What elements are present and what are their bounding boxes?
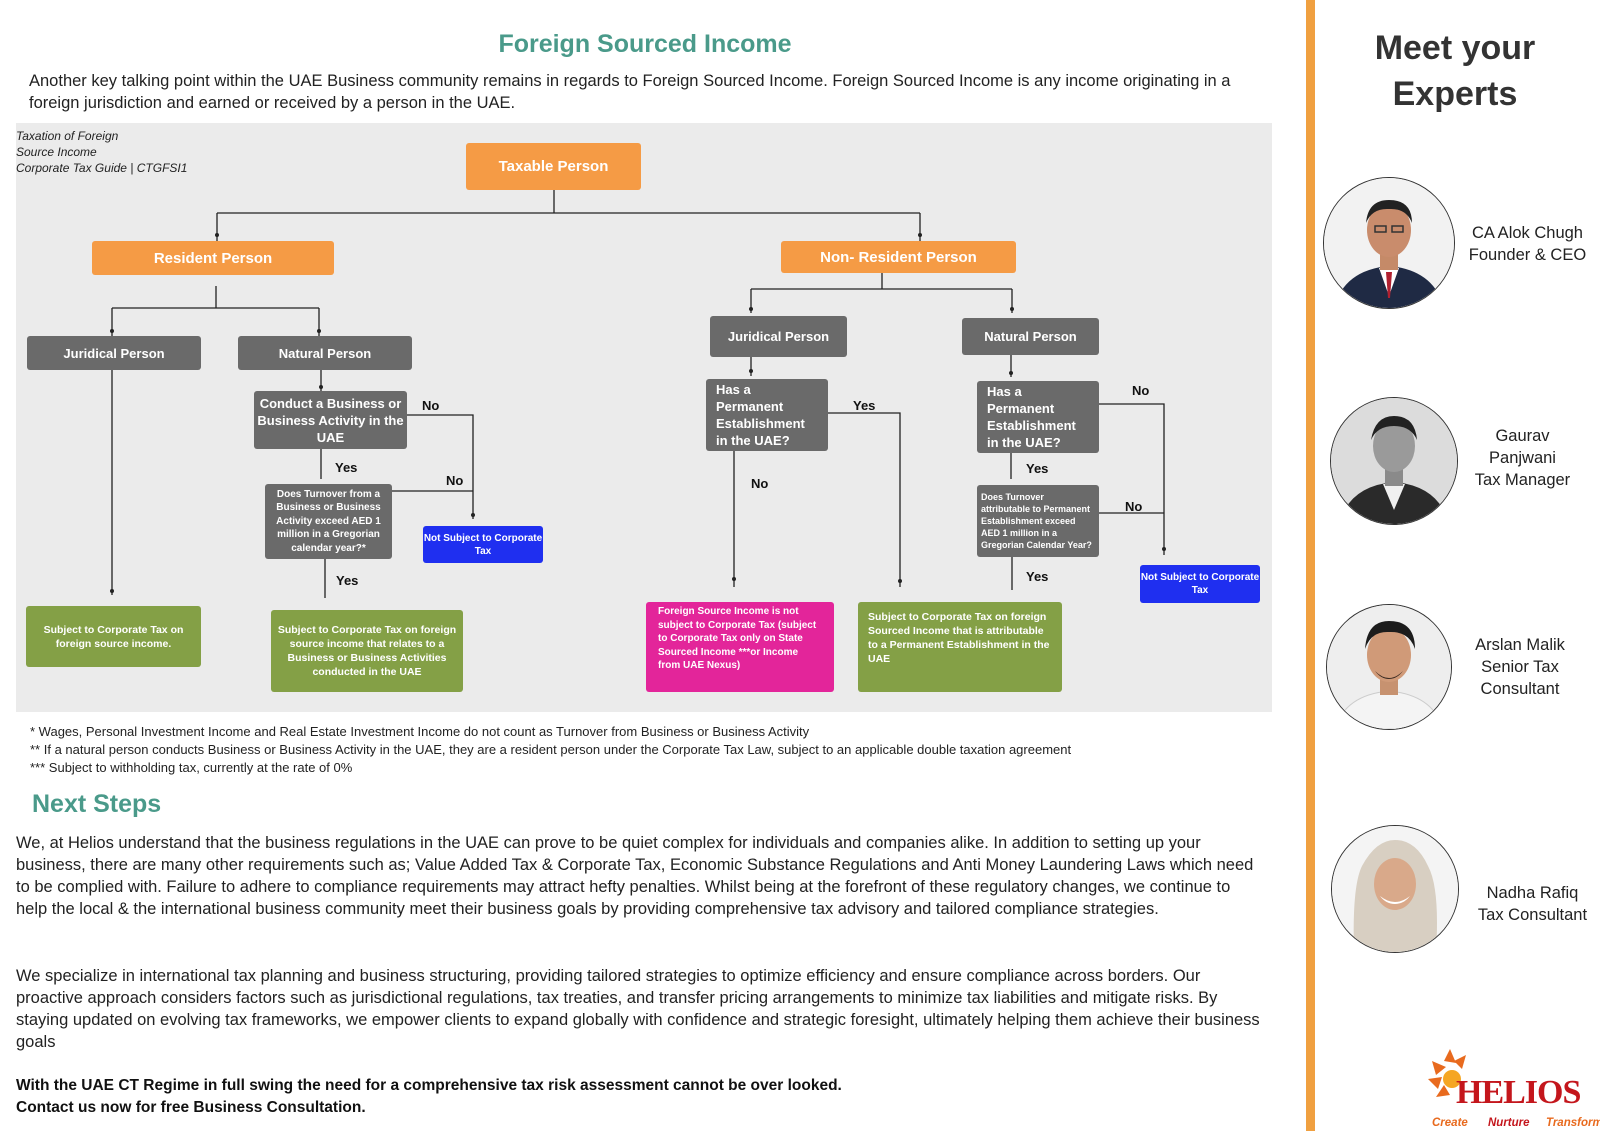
expert-info: CA Alok Chugh Founder & CEO (1460, 222, 1595, 266)
source-caption: Taxation of Foreign Source Income Corpor… (16, 128, 187, 176)
helios-logo: HELIOS Create Nurture Transform (1422, 1045, 1600, 1131)
intro-paragraph: Another key talking point within the UAE… (29, 72, 1231, 112)
next-steps-paragraph-1: We, at Helios understand that the busine… (16, 834, 1254, 918)
expert-role: Consultant (1480, 680, 1560, 698)
resident-person-node: Resident Person (92, 241, 334, 275)
source-line: Corporate Tax Guide | CTGFSI1 (16, 161, 188, 175)
footnote: * Wages, Personal Investment Income and … (30, 724, 810, 739)
next-steps-paragraph-2: We specialize in international tax plann… (16, 967, 1260, 1051)
expert-name: CA Alok Chugh (1472, 224, 1583, 242)
logo-wordmark: HELIOS (1456, 1074, 1580, 1111)
yes-label: Yes (1026, 569, 1049, 584)
logo-tagline-create: Create (1432, 1117, 1468, 1129)
footnotes: * Wages, Personal Investment Income and … (30, 723, 1071, 777)
expert-role: Tax Consultant (1477, 906, 1588, 924)
no-label: No (751, 476, 769, 491)
nr-no-pe-outcome: Foreign Source Income is not subject to … (646, 602, 834, 692)
yes-label: Yes (336, 573, 359, 588)
tax-flowchart: Taxation of Foreign Source Income Corpor… (16, 123, 1272, 712)
sidebar-heading-line: Meet your (1374, 29, 1536, 67)
next-steps-heading: Next Steps (32, 790, 162, 818)
cta-line: With the UAE CT Regime in full swing the… (16, 1077, 842, 1094)
no-label: No (1132, 383, 1150, 398)
no-label: No (446, 473, 464, 488)
res-juridical-outcome: Subject to Corporate Tax on foreign sour… (26, 606, 201, 667)
source-line: Taxation of Foreign (16, 129, 119, 143)
expert-name: Gaurav (1495, 427, 1550, 445)
no-label: No (1125, 499, 1143, 514)
cta-line: Contact us now for free Business Consult… (16, 1099, 366, 1116)
non-resident-person-node: Non- Resident Person (781, 241, 1016, 273)
sidebar-heading-line: Experts (1392, 75, 1518, 113)
expert-role: Senior Tax (1481, 658, 1559, 676)
expert-role: Tax Manager (1474, 471, 1571, 489)
expert-role: Founder & CEO (1468, 246, 1587, 264)
res-turnover-question: Does Turnover from a Business or Busines… (265, 484, 392, 559)
sidebar-divider (1306, 0, 1315, 1131)
nr-juridical-pe-question: Has a Permanent Establishment in the UAE… (706, 379, 828, 451)
nr-natural-pe-question: Has a Permanent Establishment in the UAE… (977, 381, 1099, 453)
expert-info: Arslan Malik Senior Tax Consultant (1465, 634, 1575, 700)
expert-avatar (1330, 397, 1458, 525)
expert-name: Nadha Rafiq (1486, 884, 1579, 902)
footnote: ** If a natural person conducts Business… (30, 742, 1072, 757)
expert-info: Gaurav Panjwani Tax Manager (1470, 425, 1575, 491)
conduct-business-question: Conduct a Business or Business Activity … (254, 391, 407, 449)
logo-tagline-transform: Transform (1546, 1117, 1600, 1129)
yes-label: Yes (335, 460, 358, 475)
nr-juridical-person-node: Juridical Person (710, 316, 847, 357)
flowchart-connectors (110, 190, 1166, 598)
no-label: No (422, 398, 440, 413)
res-natural-person-node: Natural Person (238, 336, 412, 370)
page-title: Foreign Sourced Income (498, 30, 792, 58)
logo-tagline-nurture: Nurture (1488, 1117, 1530, 1129)
sidebar-heading: Meet your Experts (1340, 25, 1570, 117)
expert-name: Panjwani (1489, 449, 1556, 467)
yes-label: Yes (1026, 461, 1049, 476)
not-subject-outcome: Not Subject to Corporate Tax (1140, 565, 1260, 603)
res-juridical-person-node: Juridical Person (27, 336, 201, 370)
expert-avatar (1323, 177, 1455, 309)
not-subject-outcome: Not Subject to Corporate Tax (423, 526, 543, 563)
expert-name: Arslan Malik (1475, 636, 1565, 654)
taxable-person-node: Taxable Person (466, 143, 641, 190)
expert-avatar (1326, 604, 1452, 730)
res-natural-outcome: Subject to Corporate Tax on foreign sour… (271, 610, 463, 692)
expert-avatar (1331, 825, 1459, 953)
source-line: Source Income (16, 145, 97, 159)
nr-natural-person-node: Natural Person (962, 318, 1099, 355)
expert-info: Nadha Rafiq Tax Consultant (1465, 882, 1600, 926)
nr-turnover-question: Does Turnover attributable to Permanent … (977, 485, 1099, 557)
yes-label: Yes (853, 398, 876, 413)
footnote: *** Subject to withholding tax, currentl… (30, 760, 353, 775)
nr-pe-outcome: Subject to Corporate Tax on foreign Sour… (858, 602, 1062, 692)
call-to-action: With the UAE CT Regime in full swing the… (16, 1075, 842, 1119)
